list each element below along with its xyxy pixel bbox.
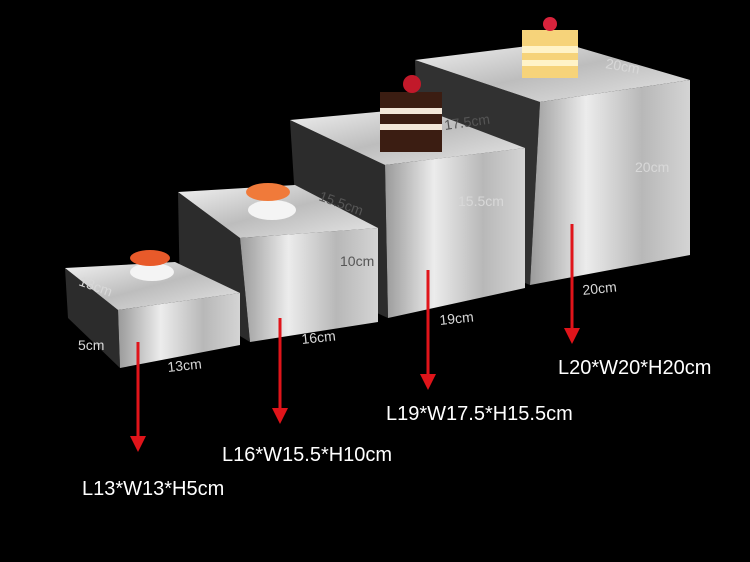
large-width-label: 19cm <box>439 308 475 327</box>
medium-height-label: 10cm <box>340 253 374 269</box>
cake-slice-image <box>522 17 578 78</box>
medium-width-label: 16cm <box>301 327 337 346</box>
small-height-label: 5cm <box>78 337 104 353</box>
arrow-large <box>420 270 436 390</box>
small-width-label: 13cm <box>167 355 203 374</box>
large-height-label: 15.5cm <box>458 193 504 209</box>
caption-small: L13*W13*H5cm <box>82 478 225 500</box>
xlarge-height-label: 20cm <box>635 159 669 175</box>
chocolate-cake-image <box>380 75 442 152</box>
arrow-xlarge <box>564 224 580 344</box>
caption-large: L19*W17.5*H15.5cm <box>386 403 573 425</box>
arrow-medium <box>272 318 288 424</box>
xlarge-width-label: 20cm <box>582 278 618 297</box>
sushi-image-medium <box>246 183 296 220</box>
arrow-small <box>130 342 146 452</box>
sushi-image-small <box>130 250 174 281</box>
caption-xlarge: L20*W20*H20cm <box>558 357 712 379</box>
stand-small <box>65 262 240 368</box>
xlarge-depth-label: 20cm <box>604 55 640 77</box>
large-depth-label: 17.5cm <box>443 111 491 133</box>
caption-medium: L16*W15.5*H10cm <box>222 444 393 466</box>
